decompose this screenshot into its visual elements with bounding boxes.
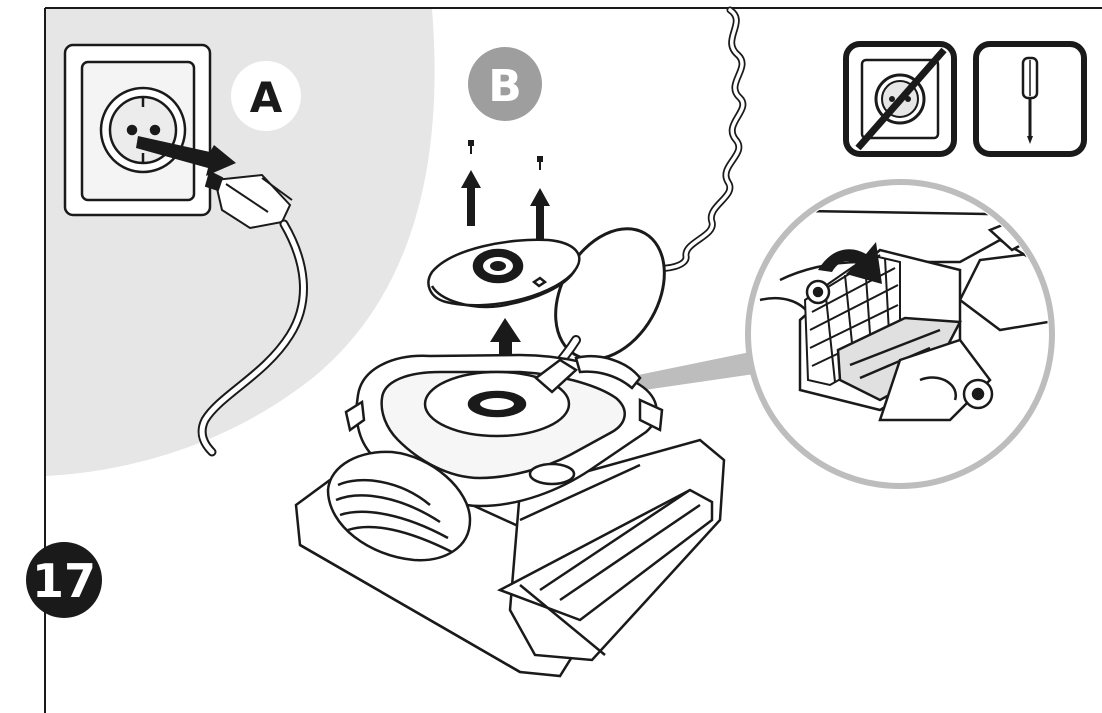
callout-b: B <box>468 47 542 121</box>
screw-arrow-right <box>530 188 550 246</box>
detail-magnifier <box>745 179 1055 489</box>
step-number-badge: 17 <box>26 542 102 618</box>
removed-cover <box>427 238 581 309</box>
handle-loop <box>554 227 666 361</box>
screw-arrow-left <box>461 170 481 226</box>
power-plug <box>204 170 293 230</box>
pool-robot <box>294 353 726 678</box>
callout-a-label: A <box>250 73 283 122</box>
unplugged-outlet-crossed-icon <box>843 41 957 157</box>
unplug-arrow <box>136 136 236 176</box>
step-number: 17 <box>32 554 96 608</box>
floating-cable <box>651 6 747 272</box>
callout-b-label: B <box>488 61 522 112</box>
wall-outlet <box>63 43 212 217</box>
callout-a: A <box>231 61 301 131</box>
screw-left <box>468 140 474 154</box>
screw-right <box>537 156 543 170</box>
screwdriver-icon <box>973 41 1087 157</box>
detail-lift-arrow <box>818 242 882 284</box>
handle-clip <box>534 355 642 394</box>
